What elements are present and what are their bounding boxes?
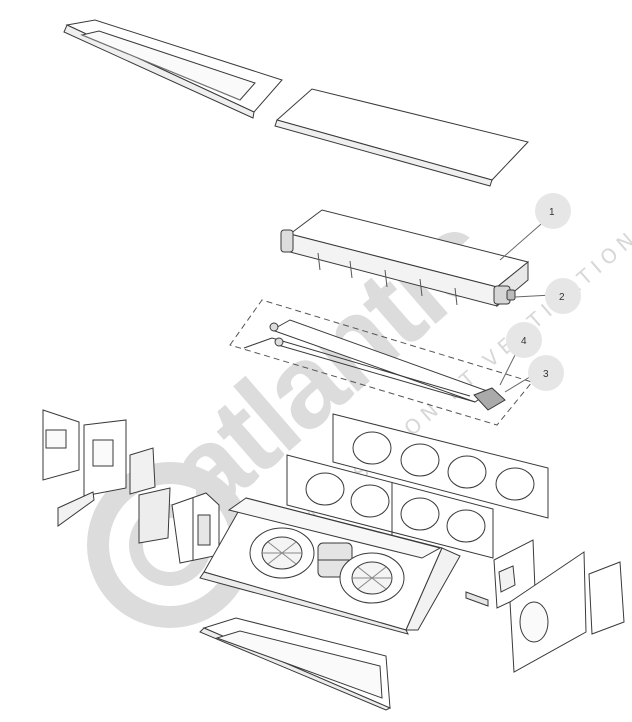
callout-2-bubble bbox=[545, 278, 581, 314]
callout-3: 3 bbox=[504, 355, 564, 393]
coil-dashed-boundary bbox=[229, 299, 533, 426]
left-side-panels bbox=[42, 409, 171, 544]
callout-3-bubble bbox=[528, 355, 564, 391]
callout-1-label: 1 bbox=[549, 207, 555, 218]
callout-4: 4 bbox=[499, 322, 542, 386]
callout-1: 1 bbox=[499, 193, 571, 261]
coil-assembly bbox=[229, 299, 533, 426]
fan-blower-left bbox=[249, 527, 315, 579]
drain-connector bbox=[493, 285, 516, 305]
filter-panel-lower bbox=[286, 454, 494, 559]
fan-blower-right bbox=[339, 552, 405, 604]
callout-2: 2 bbox=[514, 278, 581, 314]
filter-panel-upper bbox=[332, 413, 549, 519]
callout-4-bubble bbox=[506, 322, 542, 358]
right-side-panels bbox=[465, 539, 625, 673]
top-access-panel bbox=[63, 19, 283, 119]
electrical-box bbox=[171, 492, 220, 564]
callout-2-label: 2 bbox=[559, 292, 565, 303]
callout-4-label: 4 bbox=[521, 336, 527, 347]
drain-tray bbox=[280, 209, 530, 308]
callout-1-bubble bbox=[535, 193, 571, 229]
callout-3-label: 3 bbox=[543, 369, 549, 380]
cover-plate bbox=[274, 88, 529, 187]
front-discharge-frame bbox=[199, 617, 392, 711]
